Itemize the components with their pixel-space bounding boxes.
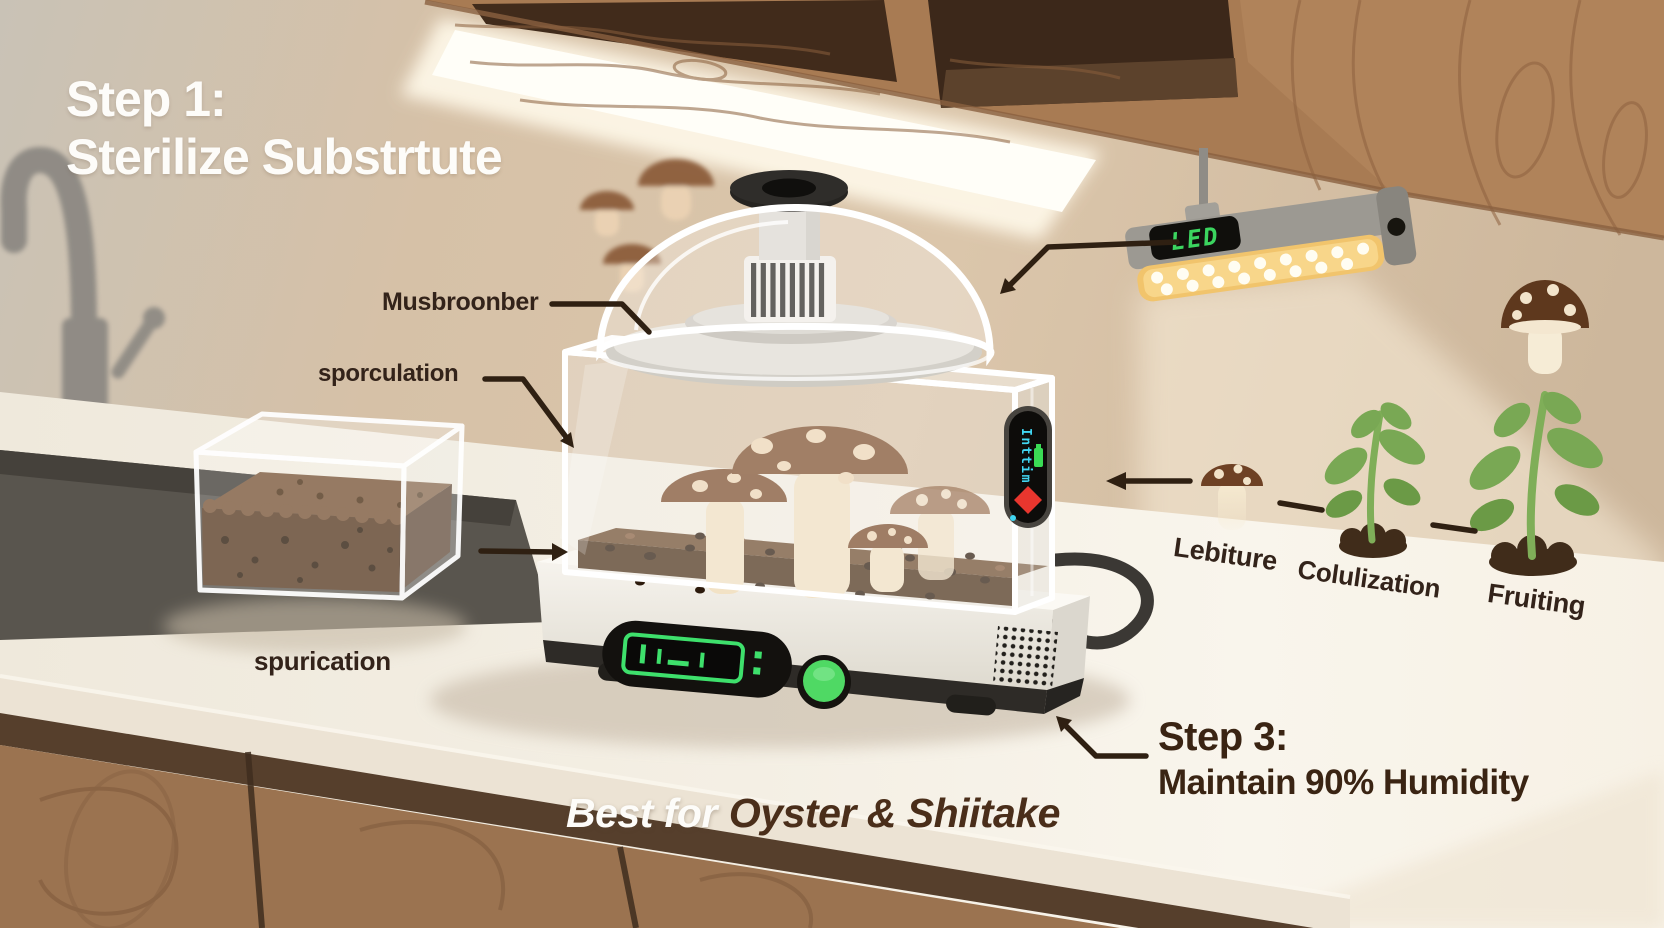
stage-mushroom-icon xyxy=(1201,464,1263,530)
power-button[interactable] xyxy=(797,655,851,709)
substrate xyxy=(202,472,452,592)
indicator-dot xyxy=(1010,515,1016,521)
step3-title-line: Step 3: xyxy=(1158,715,1288,759)
step3-title: Step 3: Maintain 90% Humidity xyxy=(1158,714,1529,806)
led-badge-text: LED xyxy=(1169,222,1222,257)
mushroom-icon xyxy=(890,486,990,580)
arrow-chamber-label xyxy=(549,301,652,335)
status-display: Inttim xyxy=(1004,406,1052,528)
container-shadow xyxy=(163,598,467,654)
fruiting-mushroom-icon xyxy=(1501,280,1589,374)
led-lamp: LED xyxy=(1125,148,1417,302)
step3-subtitle-line: Maintain 90% Humidity xyxy=(1158,763,1529,802)
led-badge xyxy=(1149,216,1241,260)
alert-diamond-icon xyxy=(1014,486,1042,514)
growth-chamber: Inttim xyxy=(537,170,1154,716)
wood-grain-vertical xyxy=(1290,0,1648,236)
container-label: spurication xyxy=(254,646,391,676)
sprout-icon xyxy=(1324,402,1426,558)
plant-icon xyxy=(1469,391,1603,576)
chamber-label: Musbroonber xyxy=(382,288,539,316)
battery-icon xyxy=(1034,444,1043,467)
arrow-container-to-chamber xyxy=(478,548,556,555)
lamp-cable-hole xyxy=(1387,217,1406,236)
caption-prefix: Best for xyxy=(566,790,717,836)
digital-display xyxy=(621,632,745,684)
mushroom-icon xyxy=(661,469,787,594)
stage-connector-dash xyxy=(1430,522,1478,534)
spore-label: sporculation xyxy=(318,360,459,387)
arrow-step3 xyxy=(1063,723,1149,759)
status-display-text: Inttim xyxy=(1018,428,1033,484)
lamp-rod xyxy=(1199,148,1208,214)
led-dots xyxy=(1151,242,1370,296)
arrow-led-lamp xyxy=(1005,239,1180,290)
lower-cabinets xyxy=(0,745,1120,928)
stage-connector-dash xyxy=(1277,500,1325,513)
mushroom-icon xyxy=(848,524,928,592)
counter-edge xyxy=(0,678,1350,928)
mushroom-icon xyxy=(732,426,908,598)
substrate-container xyxy=(193,411,465,601)
step1-title: Step 1: Sterilize Substrtute xyxy=(66,70,503,186)
chamber-mushrooms xyxy=(661,426,990,598)
control-panel xyxy=(602,620,792,698)
step1-title-line1: Step 1: xyxy=(66,71,227,127)
upper-cabinets xyxy=(424,0,1664,241)
caption-emphasis: Oyster & Shiitake xyxy=(728,790,1061,836)
glass-dome xyxy=(596,203,995,381)
wood-grain xyxy=(454,23,1121,144)
step1-title-line2: Sterilize Substrtute xyxy=(66,129,503,185)
speaker-grille xyxy=(993,626,1058,688)
arrow-spore-label xyxy=(482,376,569,440)
under-cabinet-glow xyxy=(400,18,1102,240)
